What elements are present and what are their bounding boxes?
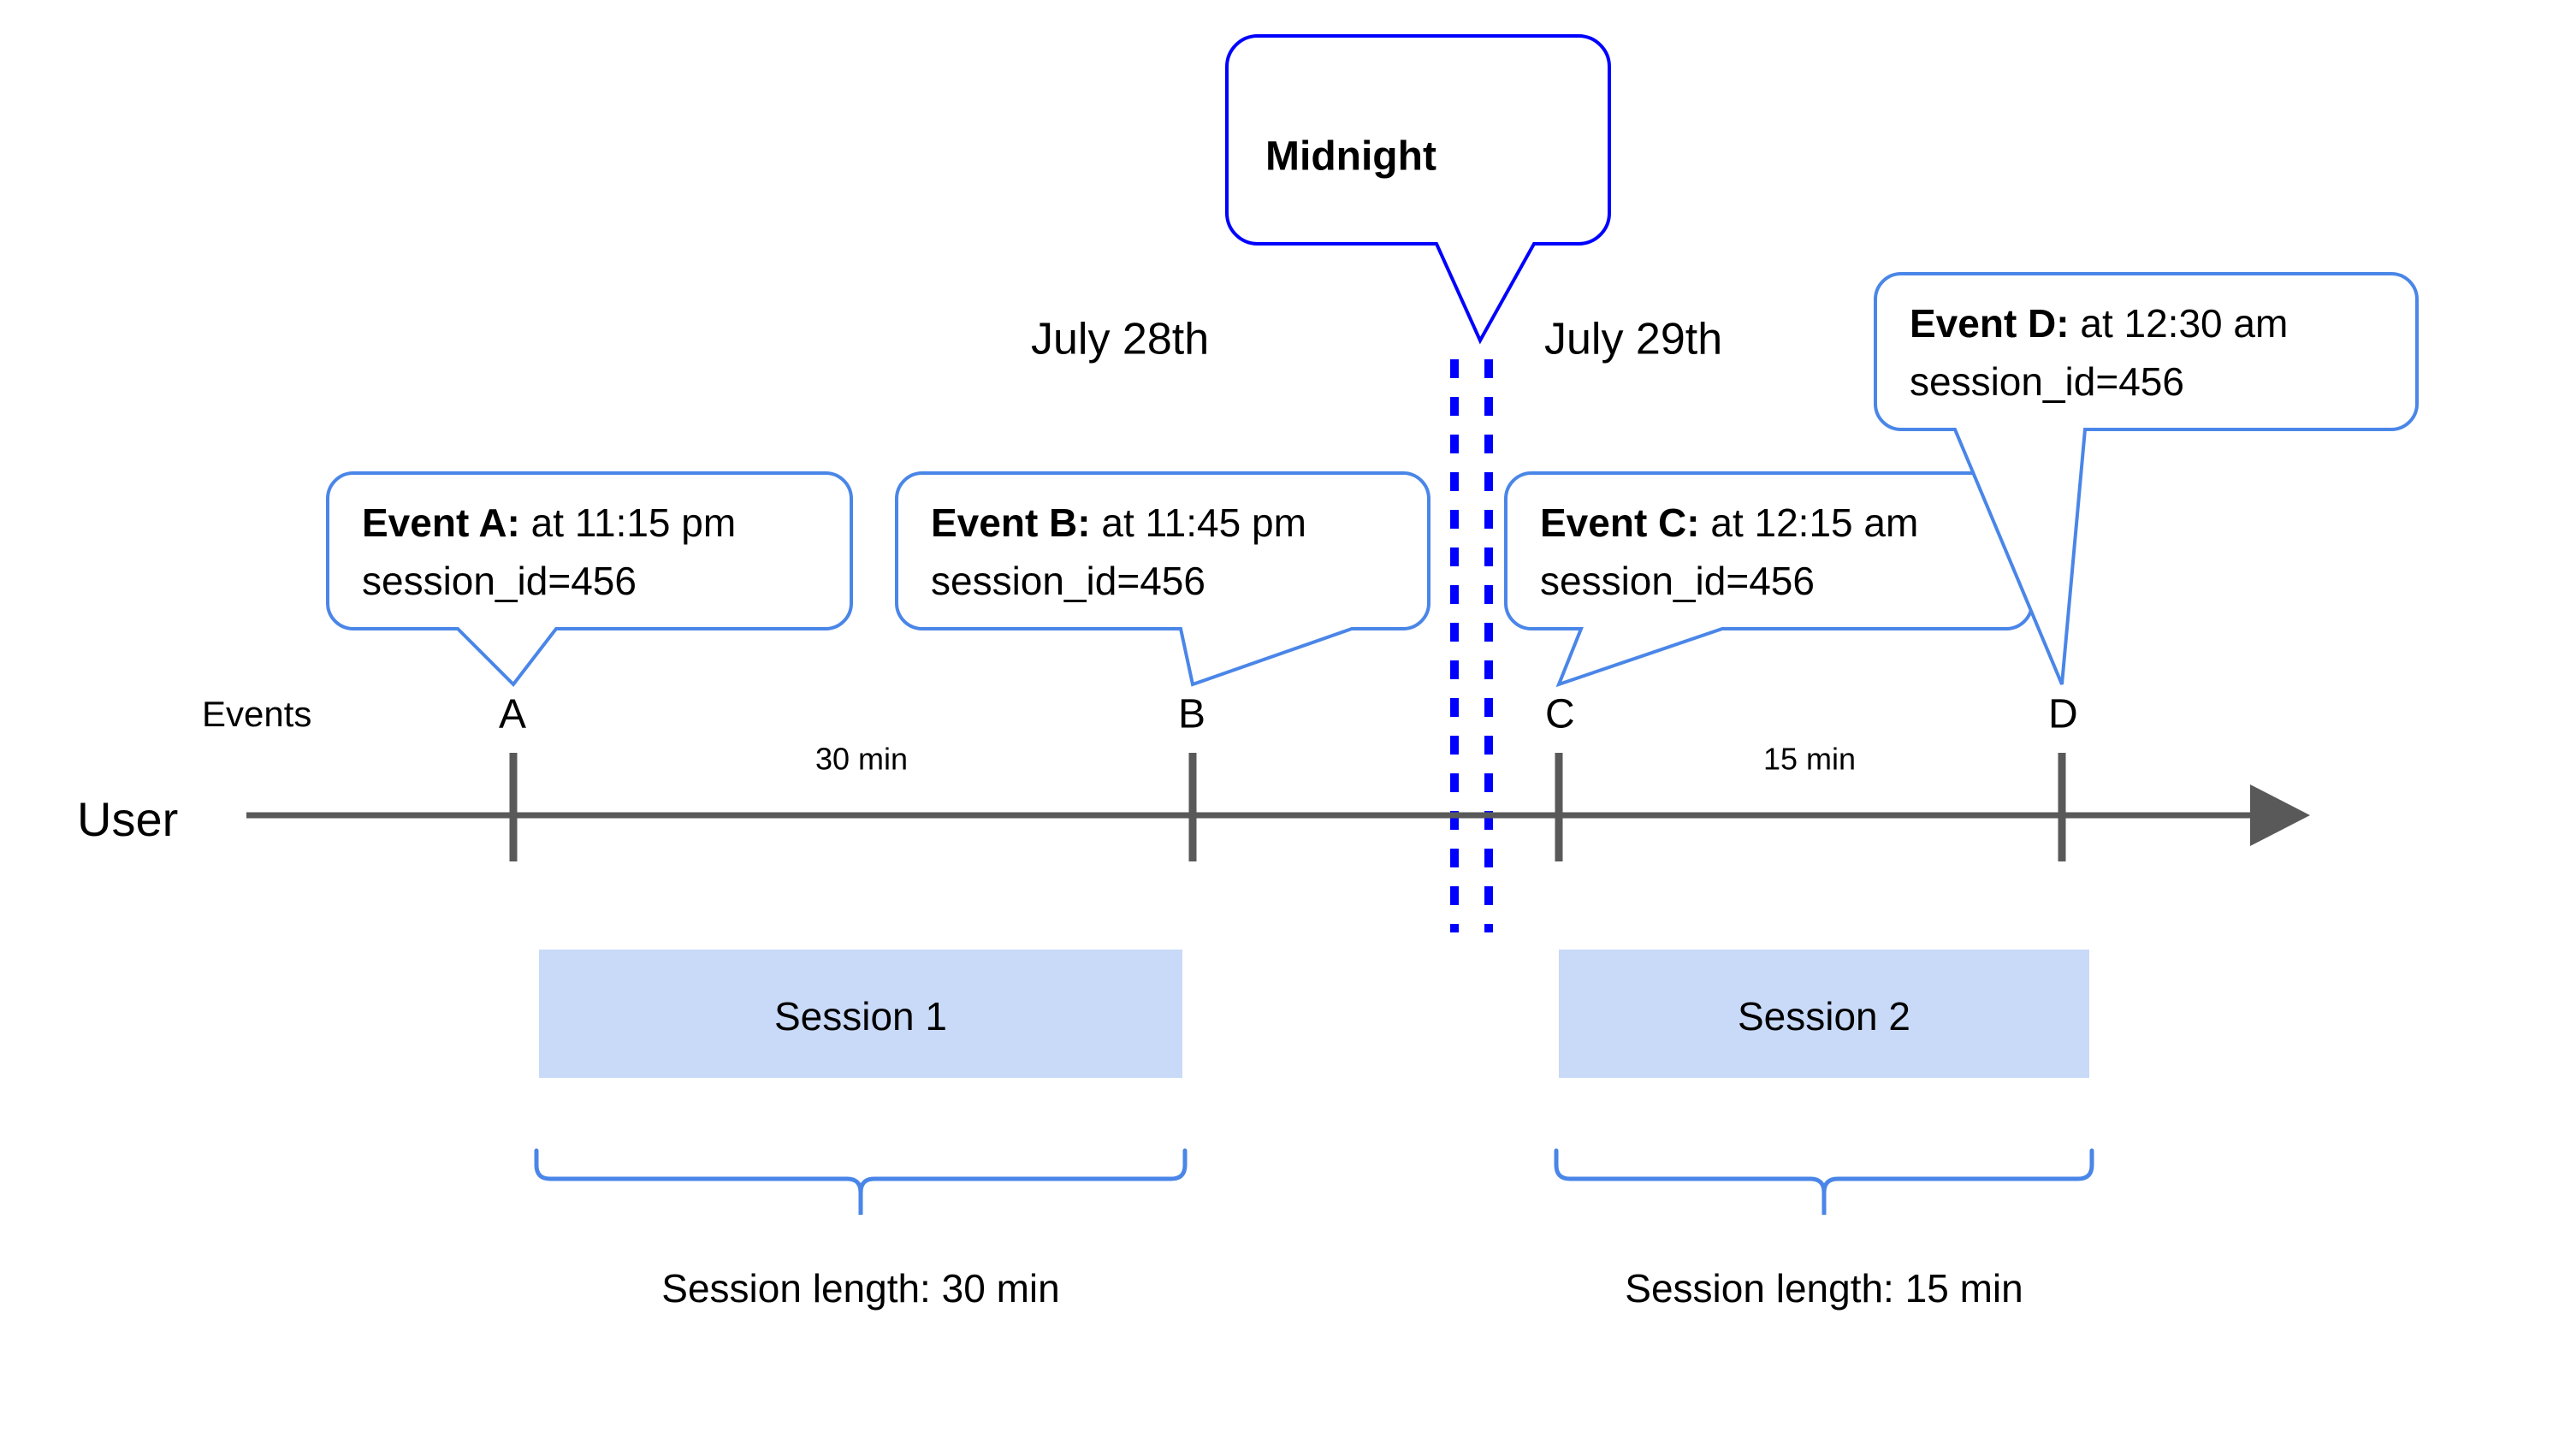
event-a-line-1: Event A: at 11:15 pm <box>362 500 736 545</box>
event-callout-c: Event C: at 12:15 am session_id=456 <box>1504 471 2034 688</box>
event-callout-a: Event A: at 11:15 pm session_id=456 <box>326 471 853 688</box>
event-d-time-label: at 12:30 am <box>2070 301 2289 346</box>
event-b-callout-shape <box>895 471 1431 687</box>
event-c-line-2: session_id=456 <box>1540 559 1815 603</box>
event-a-bold-label: Event A: <box>362 500 520 545</box>
tick-label-b: B <box>1178 692 1205 737</box>
user-row-label: User <box>77 792 178 846</box>
session-2-length-label: Session length: 15 min <box>1625 1266 2023 1311</box>
midnight-callout: Midnight <box>1225 34 1611 345</box>
timeline-axis <box>246 753 2310 861</box>
event-d-bold-label: Event D: <box>1910 301 2070 346</box>
gap-label-15-min: 15 min <box>1763 742 1856 777</box>
event-callout-b: Event B: at 11:45 pm session_id=456 <box>895 471 1431 687</box>
session-1-length-label: Session length: 30 min <box>661 1266 1059 1311</box>
session-2-label: Session 2 <box>1738 994 1910 1039</box>
date-label-july-28: July 28th <box>1031 315 1209 364</box>
event-a-line-2: session_id=456 <box>362 559 637 603</box>
event-c-time-label: at 12:15 am <box>1700 500 1919 545</box>
midnight-label: Midnight <box>1265 134 1436 180</box>
tick-label-c: C <box>1545 692 1575 737</box>
events-row-label: Events <box>202 694 311 734</box>
event-c-bold-label: Event C: <box>1540 500 1700 545</box>
session-2-brace <box>1554 1148 2094 1215</box>
date-label-july-29: July 29th <box>1544 315 1722 364</box>
gap-label-30-min: 30 min <box>815 742 908 777</box>
event-b-line-2: session_id=456 <box>931 559 1205 603</box>
event-b-line-1: Event B: at 11:45 pm <box>931 500 1306 545</box>
event-a-callout-shape <box>326 471 853 688</box>
session-block-1: Session 1 Session length: 30 min <box>534 950 1188 1311</box>
session-1-label: Session 1 <box>774 994 947 1039</box>
event-b-time-label: at 11:45 pm <box>1091 500 1306 545</box>
tick-label-d: D <box>2048 692 2078 737</box>
axis-arrow-head <box>2250 784 2310 846</box>
event-callout-d: Event D: at 12:30 am session_id=456 <box>1874 272 2419 685</box>
event-a-time-label: at 11:15 pm <box>520 500 736 545</box>
midnight-divider <box>1450 359 1493 932</box>
event-b-bold-label: Event B: <box>931 500 1091 545</box>
event-d-line-1: Event D: at 12:30 am <box>1910 301 2288 346</box>
event-d-callout-shape <box>1874 272 2419 685</box>
tick-label-a: A <box>499 692 526 737</box>
session-block-2: Session 2 Session length: 15 min <box>1554 950 2094 1311</box>
event-c-line-1: Event C: at 12:15 am <box>1540 500 1918 545</box>
session-2-bar <box>1559 950 2089 1078</box>
session-1-brace <box>534 1148 1188 1215</box>
midnight-callout-shape <box>1225 34 1611 345</box>
event-d-line-2: session_id=456 <box>1910 359 2184 404</box>
session-1-bar <box>539 950 1182 1078</box>
